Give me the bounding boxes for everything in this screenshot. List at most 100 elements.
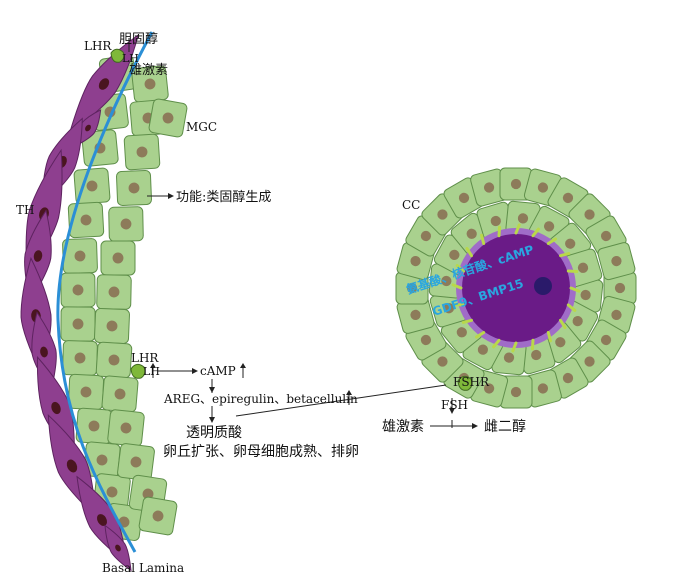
cumulus-nucleus <box>503 352 515 363</box>
mgc-label: MGC <box>186 120 217 134</box>
oocyte <box>462 234 570 342</box>
transzonal-projection <box>497 225 502 238</box>
cumulus-nucleus <box>562 192 574 204</box>
pathway-arrows <box>128 38 474 428</box>
theca-nucleus <box>40 346 48 358</box>
cumulus-nucleus <box>537 182 549 193</box>
cumulus-cell <box>395 271 429 305</box>
areg-label: AREG、epiregulin、betacellulin <box>163 392 358 406</box>
transzonal-projection <box>511 341 518 353</box>
granulosa-nucleus <box>74 352 86 364</box>
cumulus-nucleus <box>584 356 595 367</box>
granulosa-cell <box>107 409 145 447</box>
theca-nucleus <box>98 78 110 90</box>
arrowhead-fsh <box>449 408 455 414</box>
lh-label-top: LH <box>122 52 139 65</box>
granulosa-nucleus <box>72 284 84 296</box>
granulosa-nucleus <box>72 318 84 330</box>
granulosa-nucleus <box>120 218 132 230</box>
granulosa-nucleus <box>130 456 142 468</box>
cumulus-nucleus <box>562 372 574 384</box>
cumulus-nucleus <box>584 209 595 220</box>
cumulus-nucleus <box>477 344 489 355</box>
cumulus-nucleus <box>600 230 612 242</box>
arrowhead-estradiol <box>472 423 478 429</box>
granulosa-nucleus <box>96 454 108 466</box>
cumulus-nucleus <box>600 334 612 346</box>
theca-nucleus <box>66 459 78 473</box>
transzonal-projection <box>558 252 571 258</box>
transzonal-projection <box>546 330 552 343</box>
transzonal-projection <box>455 264 466 273</box>
granulosa-nucleus <box>88 420 100 432</box>
granulosa-nucleus <box>106 320 118 332</box>
estradiol-label: 雌二醇 <box>484 418 526 435</box>
transzonal-projection <box>461 318 474 324</box>
granulosa-nucleus <box>108 354 120 366</box>
cumulus-nucleus <box>614 282 626 294</box>
transzonal-projection <box>569 286 581 293</box>
theca-cell <box>104 524 132 572</box>
transzonal-projection <box>492 338 501 349</box>
transzonal-projection <box>465 246 474 258</box>
transzonal-projection <box>480 233 486 246</box>
granulosa-nucleus <box>80 214 92 226</box>
granulosa-cell <box>67 201 105 239</box>
cumulus-cell <box>603 271 637 305</box>
cumulus-nucleus <box>437 356 448 367</box>
basal-lamina-label: Basal Lamina <box>102 561 184 575</box>
cumulus-nucleus <box>420 230 432 242</box>
granulosa-cell <box>108 206 144 242</box>
cumulus-nucleus <box>555 337 566 348</box>
hyaluronic-label: 透明质酸 <box>186 425 242 441</box>
cumulus-nucleus <box>510 178 522 190</box>
function-label: 功能:类固醇生成 <box>176 189 271 205</box>
cumulus-nucleus <box>537 383 549 394</box>
cumulus-nucleus <box>437 209 448 220</box>
granulosa-nucleus <box>86 180 98 192</box>
cumulus-nucleus <box>510 386 522 398</box>
cumulus-cell <box>396 295 435 334</box>
cumulus-nucleus <box>572 315 583 327</box>
up-head-lh <box>150 363 156 368</box>
granulosa-cell <box>94 308 130 344</box>
lhr-label-top: LHR <box>84 39 112 53</box>
granulosa-nucleus <box>144 78 156 90</box>
granulosa-nucleus <box>128 182 140 194</box>
fsh-label: FSH <box>441 398 468 412</box>
lhr-label-mid: LHR <box>131 351 159 365</box>
lhr-receptor-top <box>110 48 125 63</box>
th-label: TH <box>16 203 34 217</box>
granulosa-nucleus <box>112 252 124 264</box>
transzonal-projection <box>453 302 466 307</box>
transzonal-projection <box>566 303 577 312</box>
transzonal-projection <box>531 227 540 238</box>
granulosa-cell <box>123 133 161 171</box>
cumulus-cell <box>597 242 636 281</box>
theca-nucleus <box>33 250 43 262</box>
cumulus-nucleus <box>580 289 591 301</box>
androgen-label-top: 雄激素 <box>129 63 168 78</box>
cumulus-nucleus <box>420 334 432 346</box>
cumulus-nucleus <box>565 238 576 249</box>
theca-cells <box>20 33 140 572</box>
camp-label: cAMP <box>200 364 236 378</box>
up-head-camp <box>240 363 246 368</box>
theca-nucleus <box>85 124 91 132</box>
increase-arrowheads <box>150 363 352 395</box>
androgen-label: 雄激素 <box>382 418 424 435</box>
granulosa-nucleus <box>152 510 164 522</box>
transzonal-projection <box>530 338 535 351</box>
cholesterol-label: 胆固醇 <box>119 31 158 47</box>
cumulus-nucleus <box>483 182 495 193</box>
granulosa-cell <box>67 373 105 411</box>
transzonal-projection <box>546 237 558 246</box>
cumulus-nucleus <box>458 192 470 204</box>
expansion-label: 卵丘扩张、卵母细胞成熟、排卵 <box>163 444 359 460</box>
cc-label: CC <box>402 198 420 212</box>
cumulus-nucleus <box>543 221 555 232</box>
theca-nucleus <box>115 544 121 552</box>
granulosa-nucleus <box>162 112 174 124</box>
fshr-label: FSHR <box>453 375 490 389</box>
